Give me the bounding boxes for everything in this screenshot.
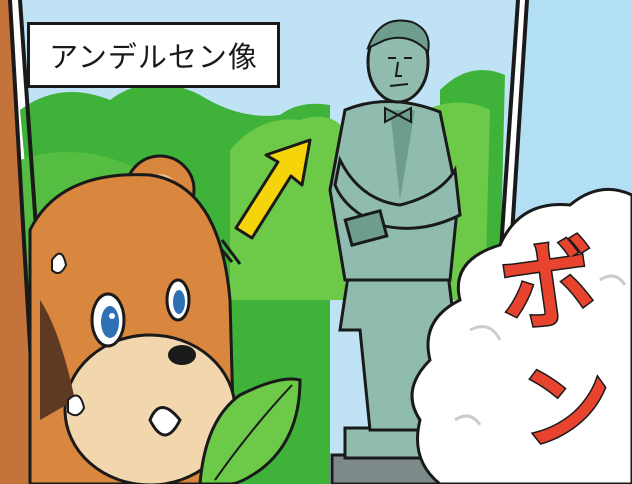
sound-effect-char-2: ン — [513, 346, 619, 465]
caption-text: アンデルセン像 — [49, 40, 258, 74]
sweat-drop-icon — [51, 252, 68, 275]
caption-box: アンデルセン像 — [27, 22, 280, 88]
sound-effect-char-1: ボ — [491, 222, 605, 349]
smoke-cloud — [410, 187, 632, 484]
leaf-icon — [198, 377, 302, 484]
bear-character — [28, 154, 237, 484]
